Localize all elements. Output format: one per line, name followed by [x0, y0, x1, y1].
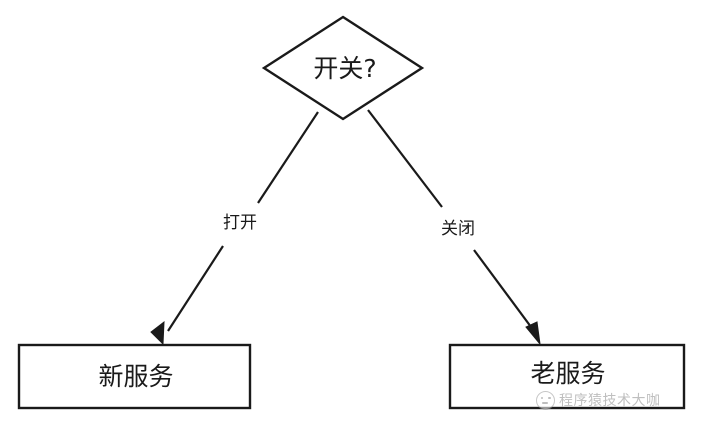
decision-diamond-shape: [261, 15, 425, 121]
decision-label: 开关?: [313, 54, 376, 83]
edge-close-arrowhead: [525, 321, 541, 346]
edge-close-line-upper: [367, 109, 443, 208]
edge-close-label-bg: [430, 214, 487, 243]
new-service-box-shape: [17, 343, 252, 410]
edge-close-line-lower: [473, 249, 535, 332]
edge-close: 关闭: [367, 109, 541, 346]
edge-open-label-bg: [212, 208, 269, 237]
edge-open-line-upper: [257, 111, 319, 204]
edge-open-line-lower: [167, 245, 224, 332]
new-service-label: 新服务: [98, 362, 173, 391]
old-service-box-shape: [448, 343, 686, 410]
edge-open-label: 打开: [223, 213, 257, 233]
old-service-label: 老服务: [530, 359, 605, 388]
edge-open: 打开: [150, 111, 319, 346]
node-decision[interactable]: 开关?: [261, 15, 425, 121]
edge-close-label: 关闭: [441, 219, 475, 239]
edge-open-arrowhead: [150, 320, 165, 346]
node-old-service[interactable]: 老服务: [448, 343, 686, 410]
node-new-service[interactable]: 新服务: [17, 343, 252, 410]
